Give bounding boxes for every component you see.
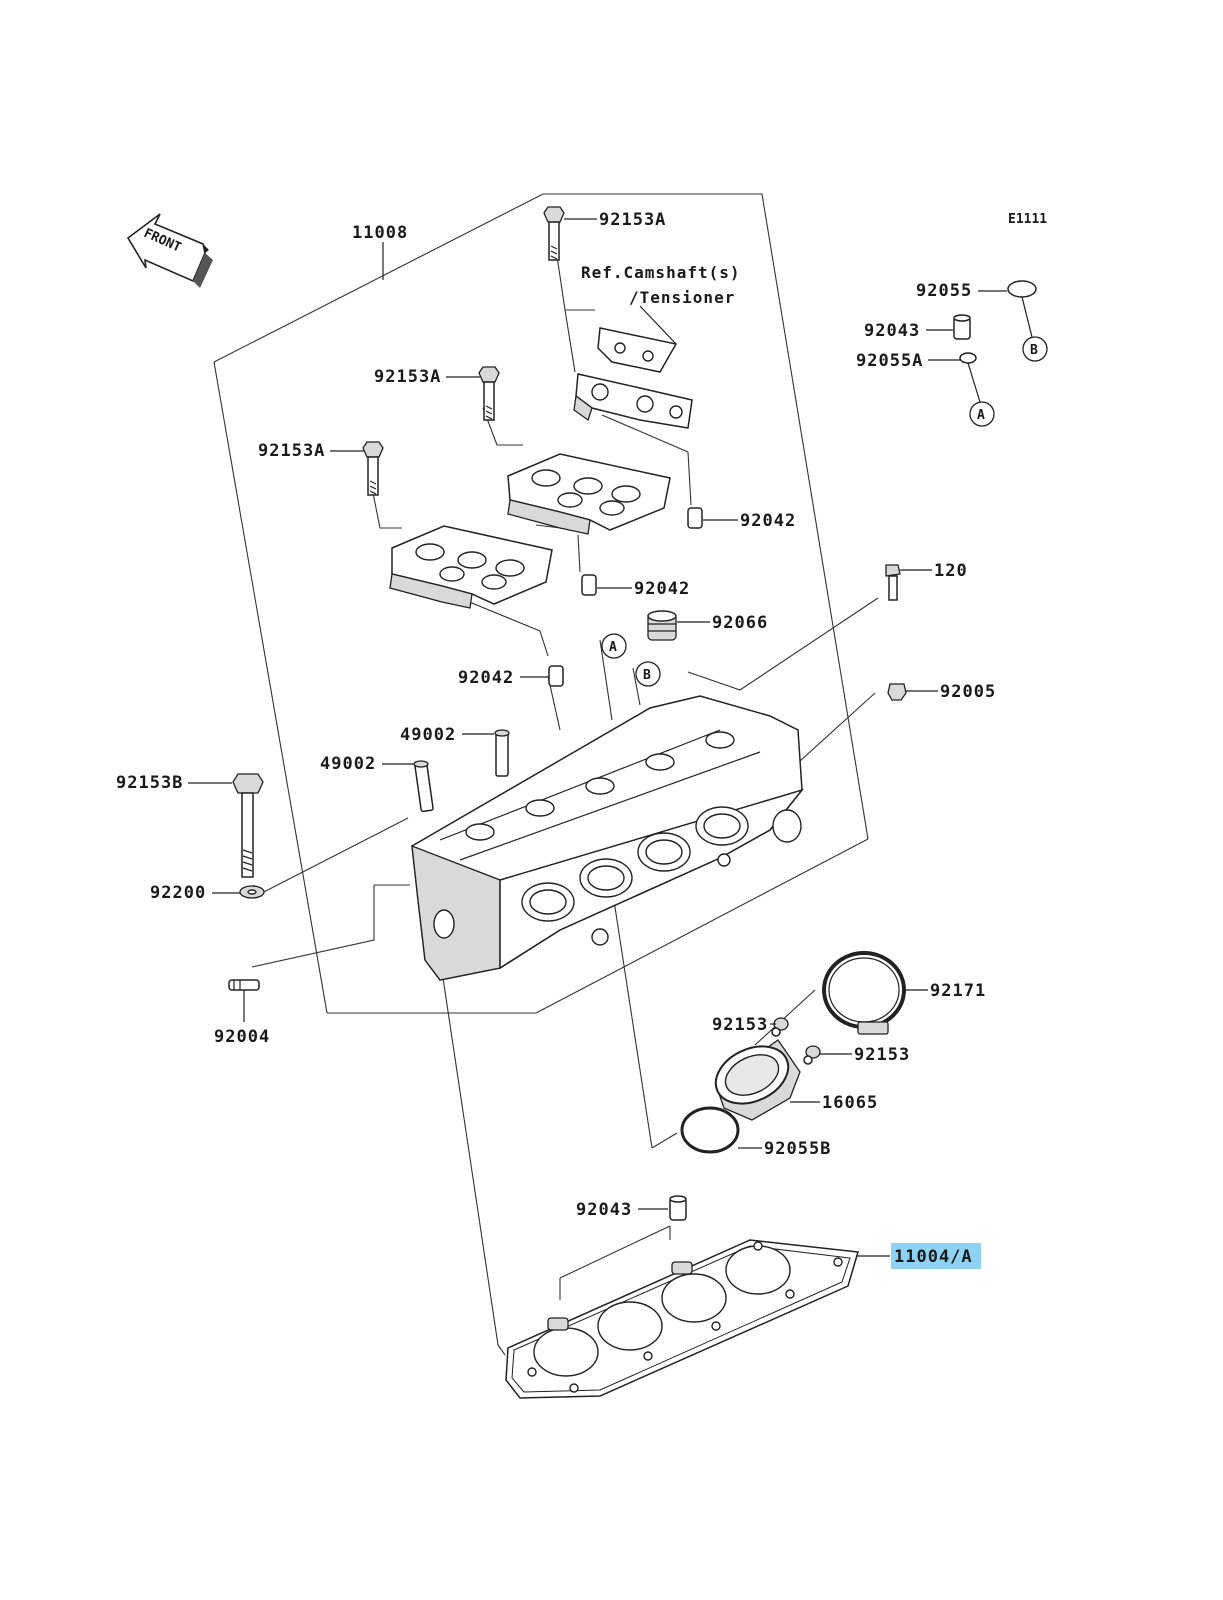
bolt-92153-right: [803, 1045, 821, 1065]
label-92153B: 92153B: [116, 773, 183, 793]
bolt-120: [885, 564, 901, 601]
label-92005: 92005: [940, 682, 996, 702]
bolt-92153B: [232, 773, 264, 878]
guide-49002-top: [494, 729, 510, 777]
label-49002-top: 49002: [400, 725, 456, 745]
assembly-frames: [213, 193, 879, 1356]
label-92153-right: 92153: [854, 1045, 910, 1065]
oring-92055B: [680, 1106, 740, 1154]
label-92153-left: 92153: [712, 1015, 768, 1035]
svg-text:B: B: [1030, 343, 1038, 358]
reference-note-line2: /Tensioner: [629, 288, 735, 307]
label-92200: 92200: [150, 883, 206, 903]
ref-marker-a-head: A: [601, 633, 627, 659]
dowel-92043-top: [953, 314, 971, 340]
dowel-92043-bottom: [669, 1195, 687, 1221]
ref-marker-b-top: B: [1021, 296, 1048, 362]
label-92171: 92171: [930, 981, 986, 1001]
oring-92055: [1007, 280, 1037, 298]
ref-marker-a-top: A: [967, 362, 995, 427]
label-92042-mid: 92042: [634, 579, 690, 599]
oring-92055A: [959, 352, 977, 364]
label-16065: 16065: [822, 1093, 878, 1113]
label-92153A-top: 92153A: [599, 210, 666, 230]
label-92055B: 92055B: [764, 1139, 831, 1159]
plug-92066: [647, 610, 677, 641]
cylinder-head: [411, 695, 805, 981]
label-92153A-mid: 92153A: [374, 367, 441, 387]
label-92043-top: 92043: [864, 321, 920, 341]
label-49002-left: 49002: [320, 754, 376, 774]
label-92153A-left: 92153A: [258, 441, 325, 461]
svg-text:A: A: [609, 640, 617, 655]
bolt-92153A-top: [543, 206, 565, 261]
label-92042-left: 92042: [458, 668, 514, 688]
highlight-11004A: [891, 1243, 981, 1269]
label-120: 120: [934, 561, 968, 581]
bolt-92153A-mid: [478, 366, 500, 421]
front-arrow-icon: FRONT: [126, 213, 213, 288]
dowel-92042-left: [548, 665, 564, 687]
carburetor-holder-16065: [714, 1039, 801, 1121]
label-11008: 11008: [352, 223, 408, 243]
ref-marker-b-head: B: [635, 661, 661, 687]
clamp-92171: [822, 951, 906, 1035]
bolt-92153A-left: [362, 441, 384, 496]
label-92043-bottom: 92043: [576, 1200, 632, 1220]
label-92066: 92066: [712, 613, 768, 633]
label-92042-right: 92042: [740, 511, 796, 531]
dowel-92042-right: [687, 507, 703, 529]
cap-holder-left: [389, 525, 553, 609]
dowel-92042-mid: [581, 574, 597, 596]
stud-92004: [228, 979, 260, 991]
diagram-code: E1111: [1008, 212, 1047, 227]
label-92055A: 92055A: [856, 351, 923, 371]
svg-text:A: A: [977, 408, 985, 423]
svg-text:B: B: [643, 668, 651, 683]
label-92055: 92055: [916, 281, 972, 301]
label-92004: 92004: [214, 1027, 270, 1047]
tensioner-cover: [597, 327, 678, 373]
reference-note: Ref.Camshaft(s) /Tensioner: [581, 263, 741, 345]
cap-holder-middle: [507, 453, 671, 535]
guide-49002-left: [413, 760, 434, 813]
washer-92200: [239, 885, 265, 899]
head-gasket: [505, 1239, 859, 1399]
reference-note-line1: Ref.Camshaft(s): [581, 263, 741, 282]
camshaft-cap-top: [573, 373, 693, 429]
plug-92005: [887, 683, 907, 701]
bolt-92153-left: [771, 1017, 789, 1037]
callouts: 11008 92153A 92153A 92153A 92055 92043 9…: [116, 210, 1007, 1269]
label-11004A[interactable]: 11004/A: [894, 1247, 973, 1267]
